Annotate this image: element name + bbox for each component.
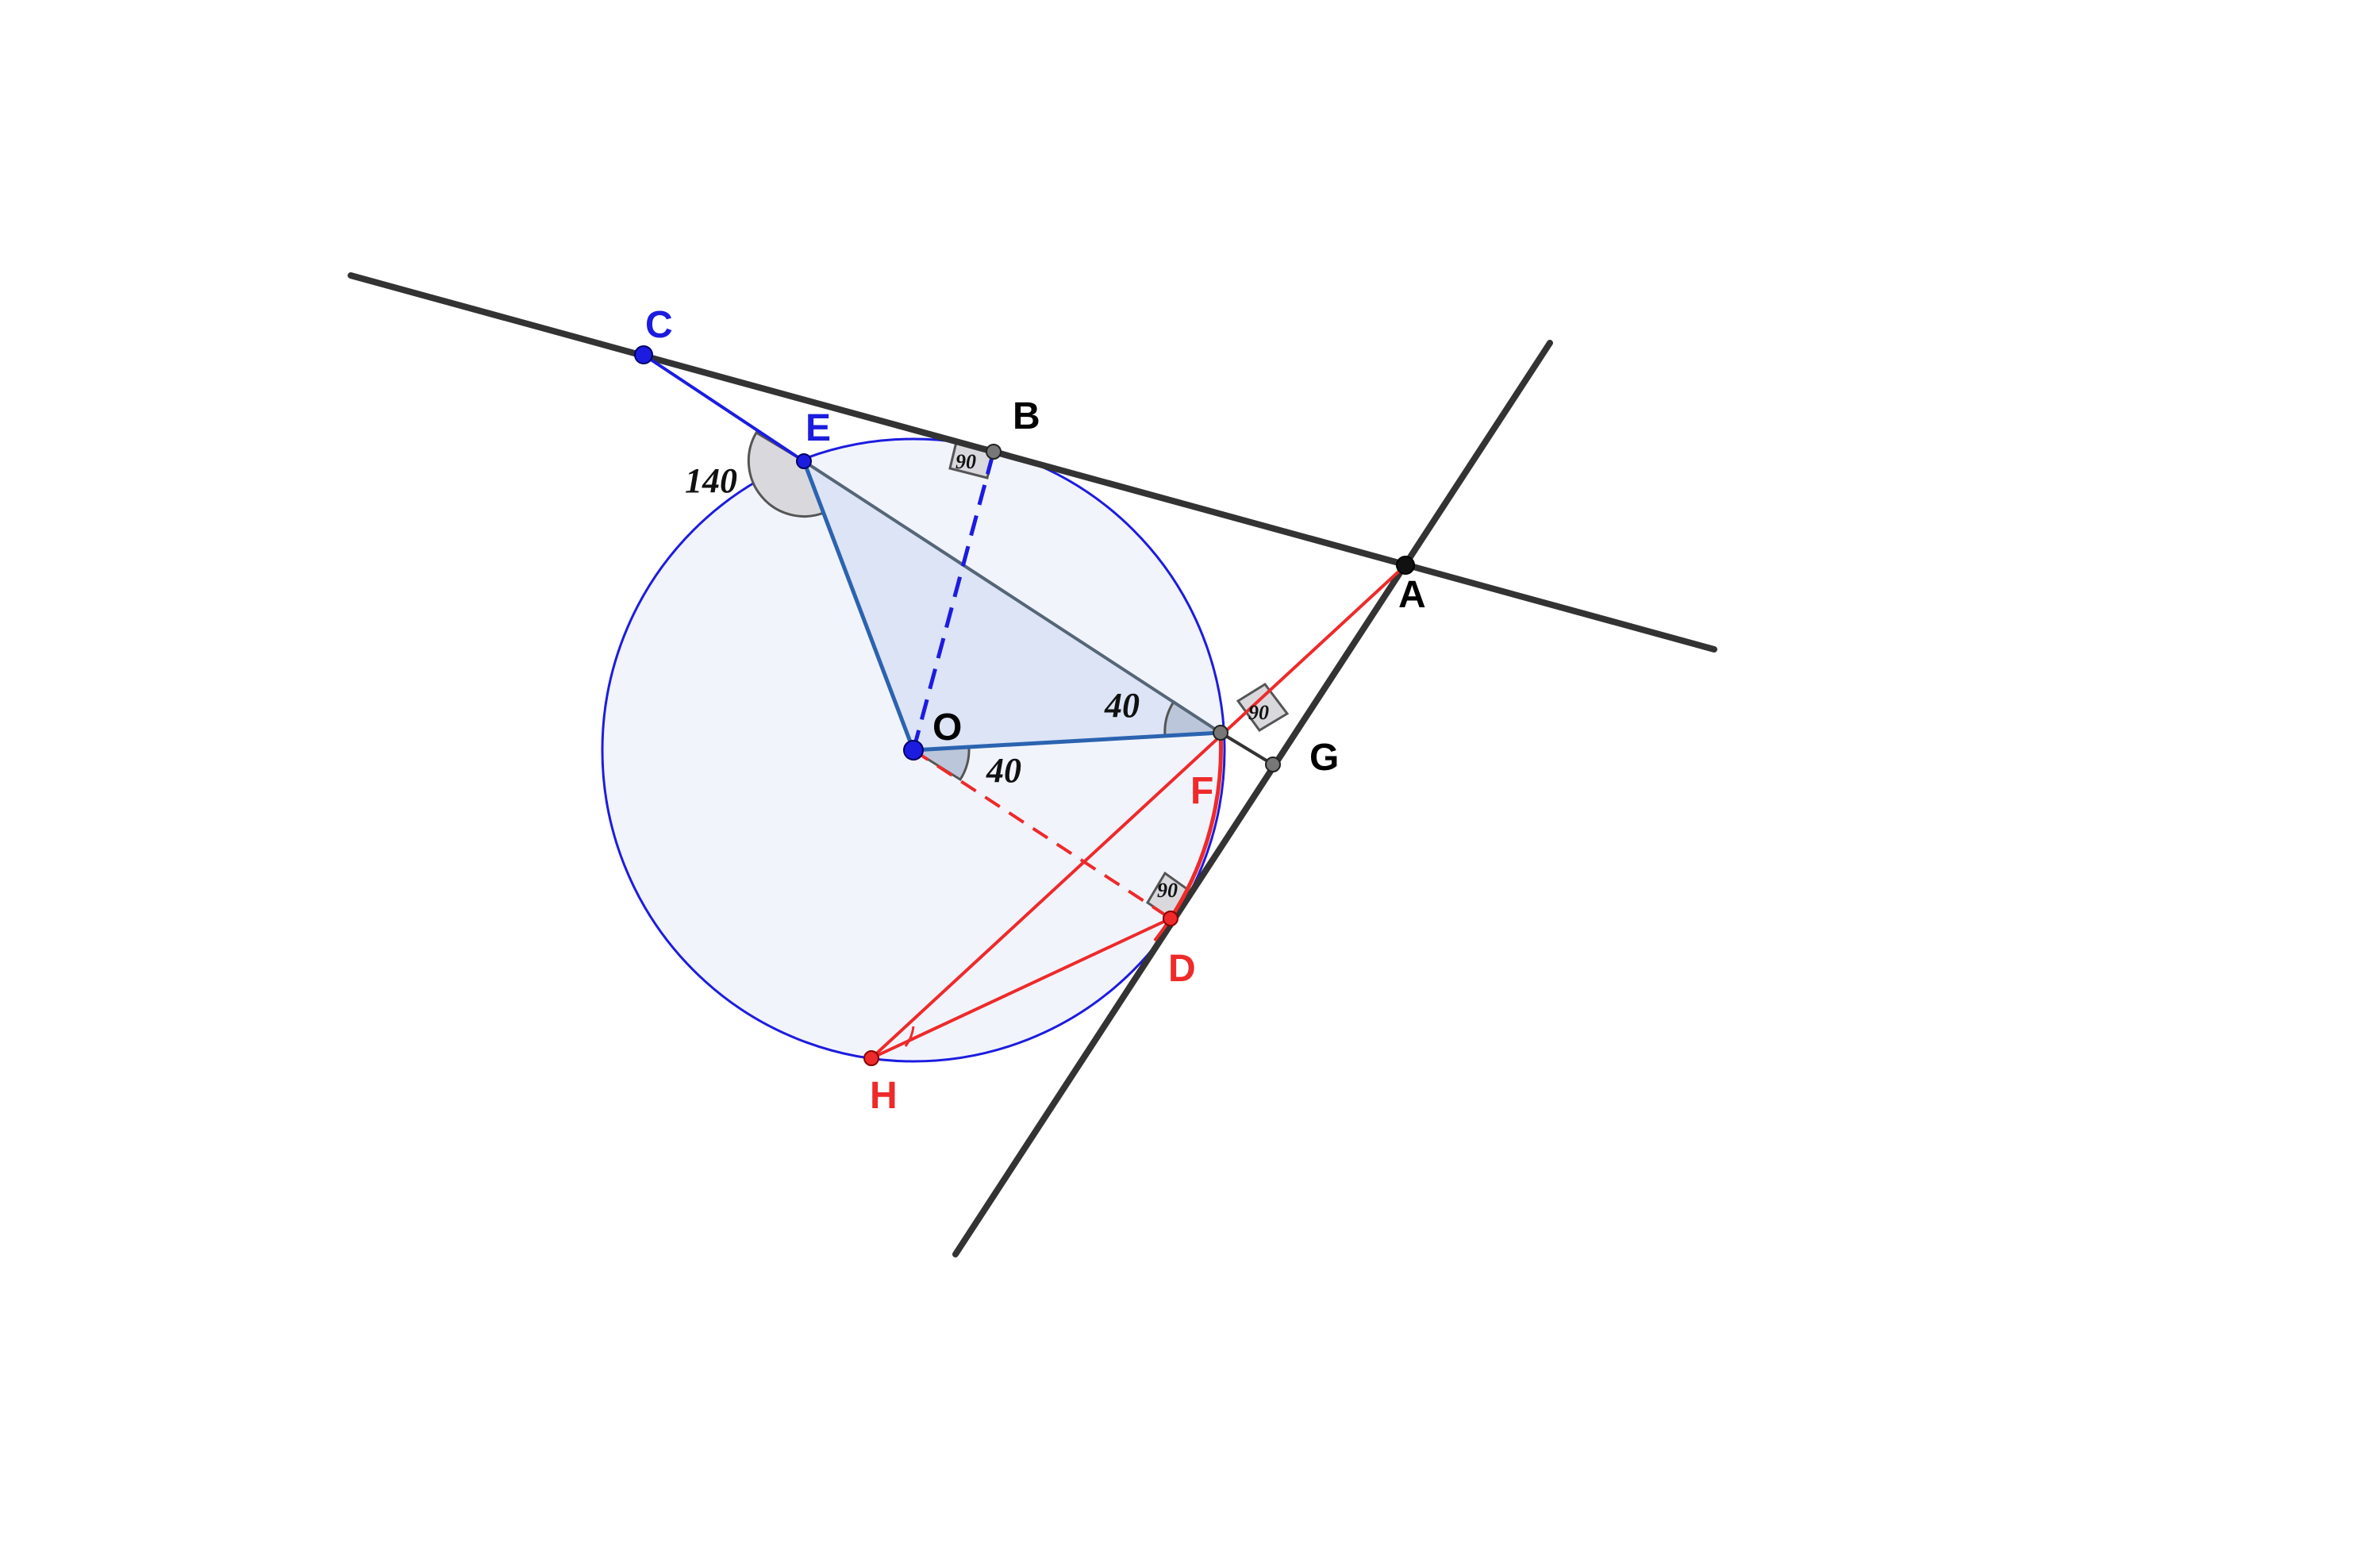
point-g[interactable]: [1265, 757, 1281, 772]
point-h[interactable]: [863, 1050, 879, 1066]
angle-arc-e: [747, 430, 825, 518]
line-tangent-cb: [348, 272, 1717, 653]
label-d: D: [1168, 948, 1196, 990]
right-angle-label-g: 90: [1248, 701, 1269, 724]
triangle-oef: [804, 461, 1221, 750]
label-f: F: [1190, 770, 1213, 812]
segment-fg: [1219, 731, 1275, 766]
point-o[interactable]: [903, 740, 924, 760]
point-d[interactable]: [1163, 911, 1178, 926]
point-c[interactable]: [634, 345, 653, 364]
point-f[interactable]: [1213, 725, 1228, 741]
right-angle-label-d: 90: [1157, 879, 1178, 902]
segment-od-dashed: [912, 749, 1172, 920]
arc-fd: [1168, 732, 1223, 920]
segment-hd: [871, 917, 1171, 1060]
point-e[interactable]: [796, 453, 812, 469]
segment-eo: [802, 460, 916, 751]
label-o: O: [932, 707, 962, 749]
line-tangent-ad: [952, 340, 1553, 1257]
angle-label-o: 40: [986, 751, 1021, 790]
segment-of: [913, 730, 1221, 753]
segment-ce: [642, 353, 806, 463]
label-b: B: [1013, 395, 1040, 437]
label-g: G: [1309, 737, 1339, 779]
label-e: E: [806, 407, 831, 449]
angle-label-e: 140: [685, 461, 737, 500]
point-a[interactable]: [1396, 556, 1415, 575]
segment-ha: [870, 564, 1407, 1060]
point-b[interactable]: [986, 444, 1002, 460]
segment-ob-dashed: [911, 451, 996, 751]
right-angle-label-b: 90: [955, 450, 976, 473]
label-h: H: [870, 1075, 898, 1117]
angle-label-f: 40: [1104, 686, 1140, 725]
right-angle-g: [1236, 683, 1290, 732]
label-a: A: [1398, 574, 1426, 616]
label-c: C: [645, 304, 673, 346]
segment-ef: [802, 460, 1222, 734]
angle-arc-h: [904, 1026, 915, 1047]
